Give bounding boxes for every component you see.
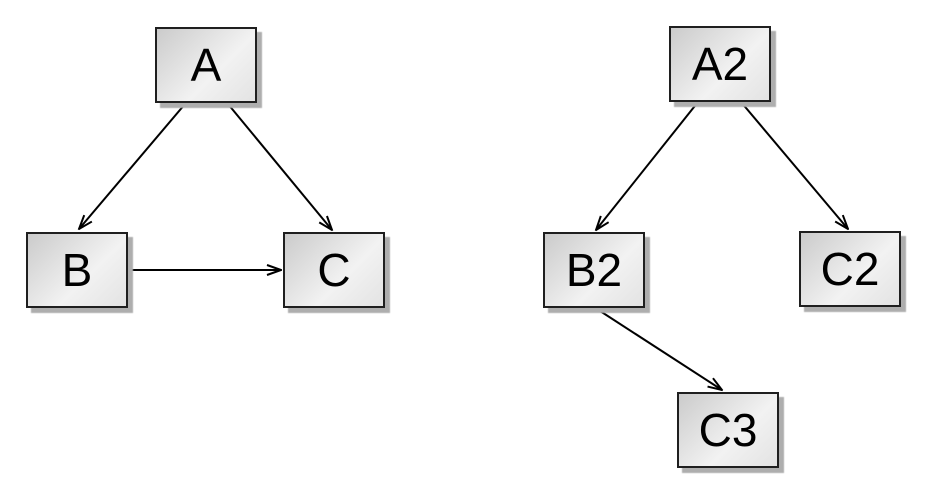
node-b[interactable]: B bbox=[26, 232, 128, 308]
edge-a-b bbox=[79, 103, 186, 229]
edge-a2-c2 bbox=[740, 101, 848, 229]
node-c2[interactable]: C2 bbox=[799, 231, 901, 307]
edge-a-c bbox=[227, 103, 332, 230]
node-c[interactable]: C bbox=[283, 232, 385, 308]
node-c3[interactable]: C3 bbox=[677, 392, 779, 468]
node-b2[interactable]: B2 bbox=[543, 232, 645, 308]
node-a2[interactable]: A2 bbox=[669, 26, 771, 102]
edge-a2-b2 bbox=[596, 101, 699, 230]
edge-b2-c3 bbox=[596, 308, 722, 390]
node-a[interactable]: A bbox=[155, 27, 257, 103]
